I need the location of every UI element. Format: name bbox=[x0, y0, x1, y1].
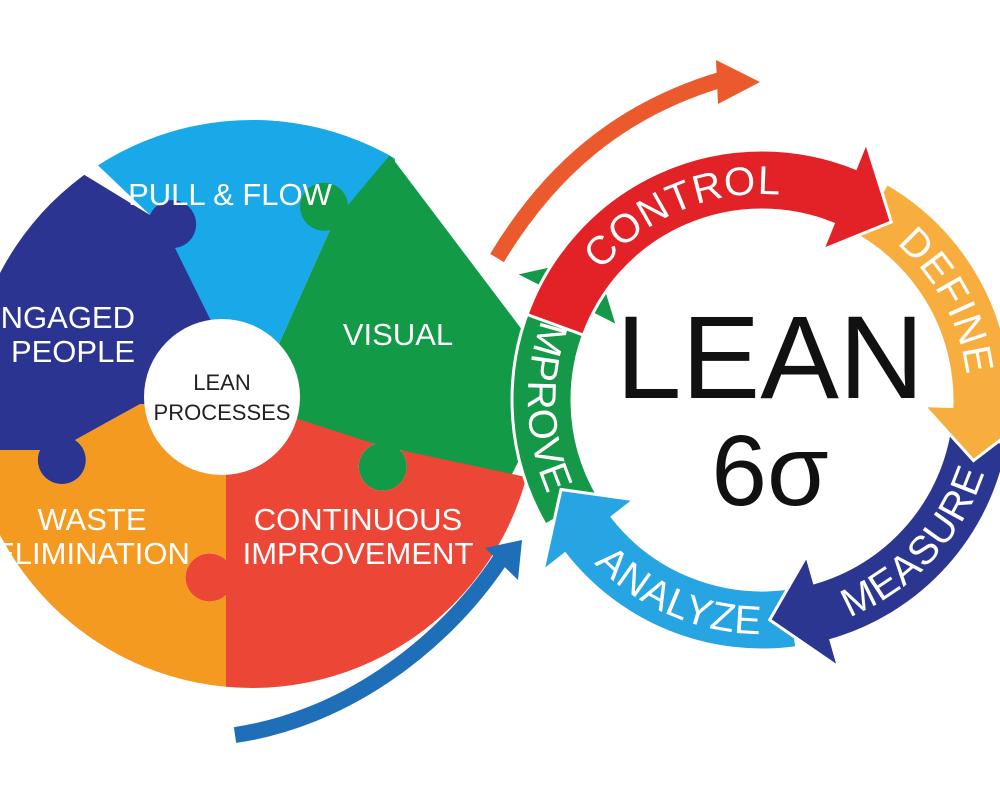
segment-label-visual: VISUAL bbox=[343, 317, 453, 352]
wheel-segment-visual bbox=[252, 155, 536, 491]
connector-arrows bbox=[233, 60, 760, 743]
segment-label-engaged-people: ENGAGEDPEOPLE bbox=[0, 300, 135, 369]
connector-arrow-top-head bbox=[716, 60, 760, 104]
dmaic-arrow-define bbox=[854, 181, 1000, 463]
segment-label-pull-flow: PULL & FLOW bbox=[128, 177, 333, 212]
center-label-six-sigma: 6σ bbox=[711, 415, 828, 527]
center-label-lean: LEAN bbox=[616, 292, 924, 424]
wheel-hub bbox=[144, 319, 300, 475]
connector-arrow-bottom bbox=[233, 555, 507, 743]
dmaic-label-measure: MEASURE bbox=[834, 459, 993, 625]
wheel-segment-pull-flow bbox=[252, 120, 395, 404]
dmaic-label-control: CONTROL bbox=[575, 159, 781, 277]
dmaic-arrow-control bbox=[525, 137, 894, 337]
dmaic-center: LEAN 6σ bbox=[616, 292, 924, 527]
dmaic-arrow-measure bbox=[767, 431, 1000, 671]
connector-arrow-bottom-head bbox=[485, 540, 522, 580]
connector-arrow-top bbox=[490, 72, 723, 263]
dmaic-arrow-analyze bbox=[540, 487, 799, 652]
